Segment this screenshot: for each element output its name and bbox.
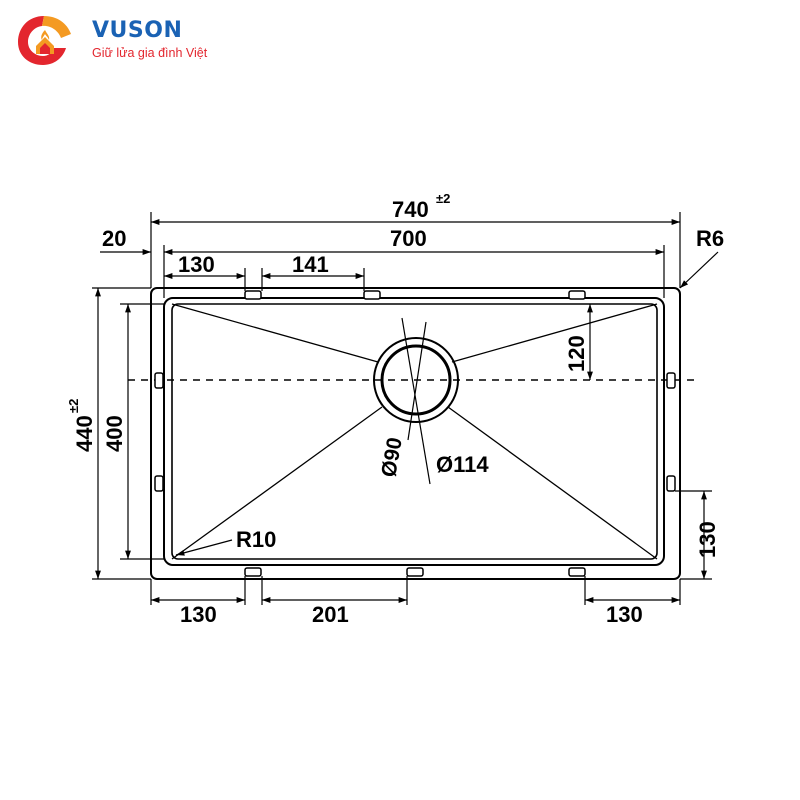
dim-clip-offset-left: 130 bbox=[178, 252, 215, 277]
dim-clip-offset-right-side: 130 bbox=[695, 521, 720, 558]
clip bbox=[666, 372, 676, 389]
clip bbox=[154, 372, 164, 389]
clip bbox=[154, 475, 164, 492]
clip bbox=[568, 290, 586, 300]
dim-flange: 20 bbox=[102, 226, 126, 251]
dim-drain-offset: 120 bbox=[564, 335, 589, 372]
brand-tagline: Giữ lửa gia đình Việt bbox=[92, 46, 208, 60]
dim-inner-width: 700 bbox=[390, 226, 427, 251]
clip bbox=[406, 567, 424, 577]
dim-overall-width: 740 bbox=[392, 197, 429, 222]
dim-bottom-right: 130 bbox=[606, 602, 643, 627]
dim-drain-inner-diameter: Ø90 bbox=[377, 436, 407, 479]
dim-depth-overall: 440 bbox=[72, 415, 97, 452]
dim-depth-overall-tol: ±2 bbox=[66, 399, 81, 413]
dim-clip-spacing-top: 141 bbox=[292, 252, 329, 277]
house-flame-swirl-icon bbox=[18, 16, 71, 65]
drain-outer-ring bbox=[373, 337, 459, 423]
dim-drain-outer-diameter: Ø114 bbox=[436, 452, 489, 477]
dim-depth-inner: 400 bbox=[102, 415, 127, 452]
clip bbox=[244, 567, 262, 577]
clip bbox=[568, 567, 586, 577]
brand-logo: VUSON Giữ lửa gia đình Việt bbox=[14, 12, 234, 72]
dim-corner-radius-inner: R10 bbox=[236, 527, 276, 552]
clip bbox=[244, 290, 262, 300]
brand-name: VUSON bbox=[92, 18, 183, 43]
sink-bowl-inner-outline bbox=[171, 303, 658, 560]
dim-bottom-mid: 201 bbox=[312, 602, 349, 627]
sink-bowl-outline bbox=[163, 297, 665, 566]
drain-inner-ring bbox=[380, 344, 452, 416]
clip bbox=[363, 290, 381, 300]
dim-overall-width-tol: ±2 bbox=[436, 191, 450, 206]
dim-corner-radius-outer: R6 bbox=[696, 226, 724, 251]
sink-outer-outline bbox=[150, 287, 681, 580]
dim-bottom-left: 130 bbox=[180, 602, 217, 627]
drain bbox=[373, 317, 459, 485]
clip bbox=[666, 475, 676, 492]
mounting-clips bbox=[154, 290, 676, 577]
